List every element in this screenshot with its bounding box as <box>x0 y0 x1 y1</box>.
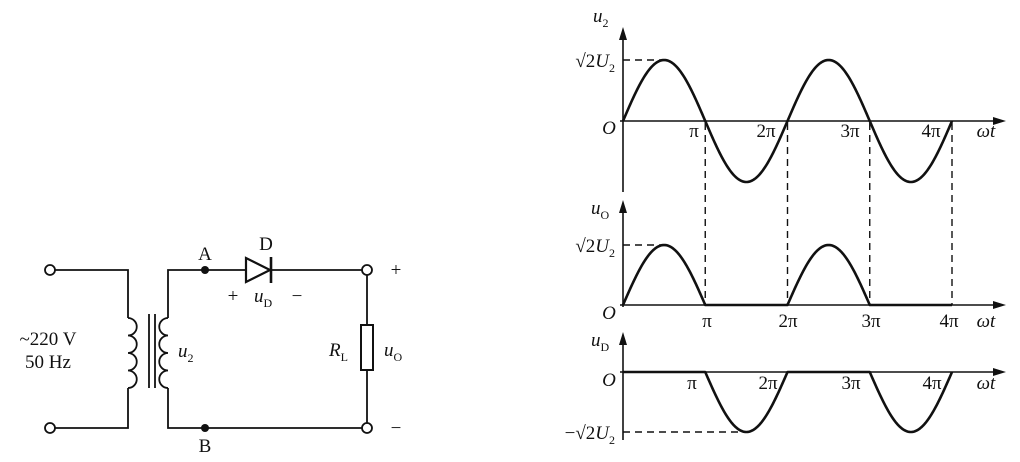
u2-tick-3pi: 3π <box>840 121 860 142</box>
uo-waveform <box>621 243 953 307</box>
uo-y-subscript: O <box>601 208 610 222</box>
ud-tick-3pi: 3π <box>841 373 861 394</box>
output-terminal-bottom <box>361 422 373 434</box>
input-terminal-top <box>44 264 56 276</box>
u2-tick-2pi: 2π <box>756 121 776 142</box>
u2-x-label: ωt <box>977 121 996 142</box>
uo-peak-prefix: √2 <box>575 236 595 257</box>
input-terminal-bottom <box>44 422 56 434</box>
uo-tick-2pi: 2π <box>778 311 798 332</box>
load-symbol: R <box>328 340 341 361</box>
u2-tick-4pi: 4π <box>921 121 941 142</box>
source-voltage-label: ~220 V <box>20 329 77 350</box>
load-subscript: L <box>341 350 348 364</box>
source-frequency-label: 50 Hz <box>25 352 71 373</box>
ud-y-label: uD <box>591 330 610 354</box>
ud-y-subscript: D <box>601 340 610 354</box>
ud-trough-label: −√2U2 <box>565 423 615 447</box>
uo-plot: uO √2U2 O π 2π 3π 4π ωt <box>575 198 1006 332</box>
uo-peak-subscript: 2 <box>609 246 615 260</box>
output-voltage-label: uO <box>384 340 403 364</box>
ud-waveform <box>622 370 954 434</box>
node-b-dot <box>201 424 209 432</box>
node-b-label: B <box>199 436 212 457</box>
ud-x-arrow <box>993 368 1006 376</box>
uo-tick-pi: π <box>702 311 712 332</box>
ud-y-symbol: u <box>591 330 601 351</box>
u2-y-arrow <box>619 27 627 40</box>
rectifier-circuit: ~220 V 50 Hz u2 A B D + uD − RL uO + − <box>20 234 403 457</box>
diode-voltage-minus: − <box>292 286 303 307</box>
uo-x-label: ωt <box>977 311 996 332</box>
secondary-bottom-wire <box>167 388 362 429</box>
diode-voltage-plus: + <box>228 286 239 307</box>
uo-tick-3pi: 3π <box>861 311 881 332</box>
uo-y-arrow <box>619 200 627 213</box>
ud-tick-2pi: 2π <box>758 373 778 394</box>
ud-origin-label: O <box>602 370 616 391</box>
diode-voltage-symbol: u <box>254 286 264 307</box>
uo-y-label: uO <box>591 198 610 222</box>
u2-y-label: u2 <box>593 6 609 30</box>
u2-y-symbol: u <box>593 6 603 27</box>
diode-voltage-subscript: D <box>264 296 273 310</box>
output-voltage-symbol: u <box>384 340 394 361</box>
ud-tick-4pi: 4π <box>922 373 942 394</box>
period-guides <box>704 123 953 305</box>
ud-trough-symbol: U <box>595 423 610 444</box>
u2-waveform <box>621 58 954 184</box>
ud-plot: uD −√2U2 O π 2π 3π 4π ωt <box>565 330 1006 447</box>
output-terminal-top <box>361 264 373 276</box>
uo-tick-4pi: 4π <box>939 311 959 332</box>
u2-origin-label: O <box>602 118 616 139</box>
waveform-plots: u2 √2U2 O π 2π 3π 4π ωt <box>565 6 1006 447</box>
u2-peak-symbol: U <box>595 51 610 72</box>
u2-peak-prefix: √2 <box>575 51 595 72</box>
u2-tick-pi: π <box>689 121 699 142</box>
ud-y-arrow <box>619 332 627 345</box>
primary-top-wire <box>55 269 129 318</box>
u2-peak-subscript: 2 <box>609 61 615 75</box>
u2-x-arrow <box>993 117 1006 125</box>
secondary-voltage-symbol: u <box>178 341 188 362</box>
uo-peak-label: √2U2 <box>575 236 615 260</box>
output-voltage-subscript: O <box>394 350 403 364</box>
diode-voltage-label: uD <box>254 286 273 310</box>
uo-peak-symbol: U <box>595 236 610 257</box>
uo-x-arrow <box>993 301 1006 309</box>
uo-origin-label: O <box>602 303 616 324</box>
secondary-top-wire <box>167 269 246 318</box>
load-resistor <box>360 324 374 371</box>
secondary-winding <box>158 317 169 389</box>
ud-trough-prefix: −√2 <box>565 423 596 444</box>
node-a-dot <box>201 266 209 274</box>
u2-y-subscript: 2 <box>603 16 609 30</box>
diode-symbol <box>244 256 273 284</box>
secondary-voltage-subscript: 2 <box>188 351 194 365</box>
diode-label: D <box>259 234 273 255</box>
output-plus-label: + <box>391 260 402 281</box>
ud-x-label: ωt <box>977 373 996 394</box>
ud-trough-subscript: 2 <box>609 433 615 447</box>
secondary-voltage-label: u2 <box>178 341 194 365</box>
ud-tick-pi: π <box>687 373 697 394</box>
node-a-label: A <box>198 244 212 265</box>
uo-y-symbol: u <box>591 198 601 219</box>
output-minus-label: − <box>391 418 402 439</box>
load-label: RL <box>328 340 348 364</box>
primary-winding <box>127 317 138 389</box>
u2-peak-label: √2U2 <box>575 51 615 75</box>
u2-plot: u2 √2U2 O π 2π 3π 4π ωt <box>575 6 1006 192</box>
primary-bottom-wire <box>55 388 129 429</box>
